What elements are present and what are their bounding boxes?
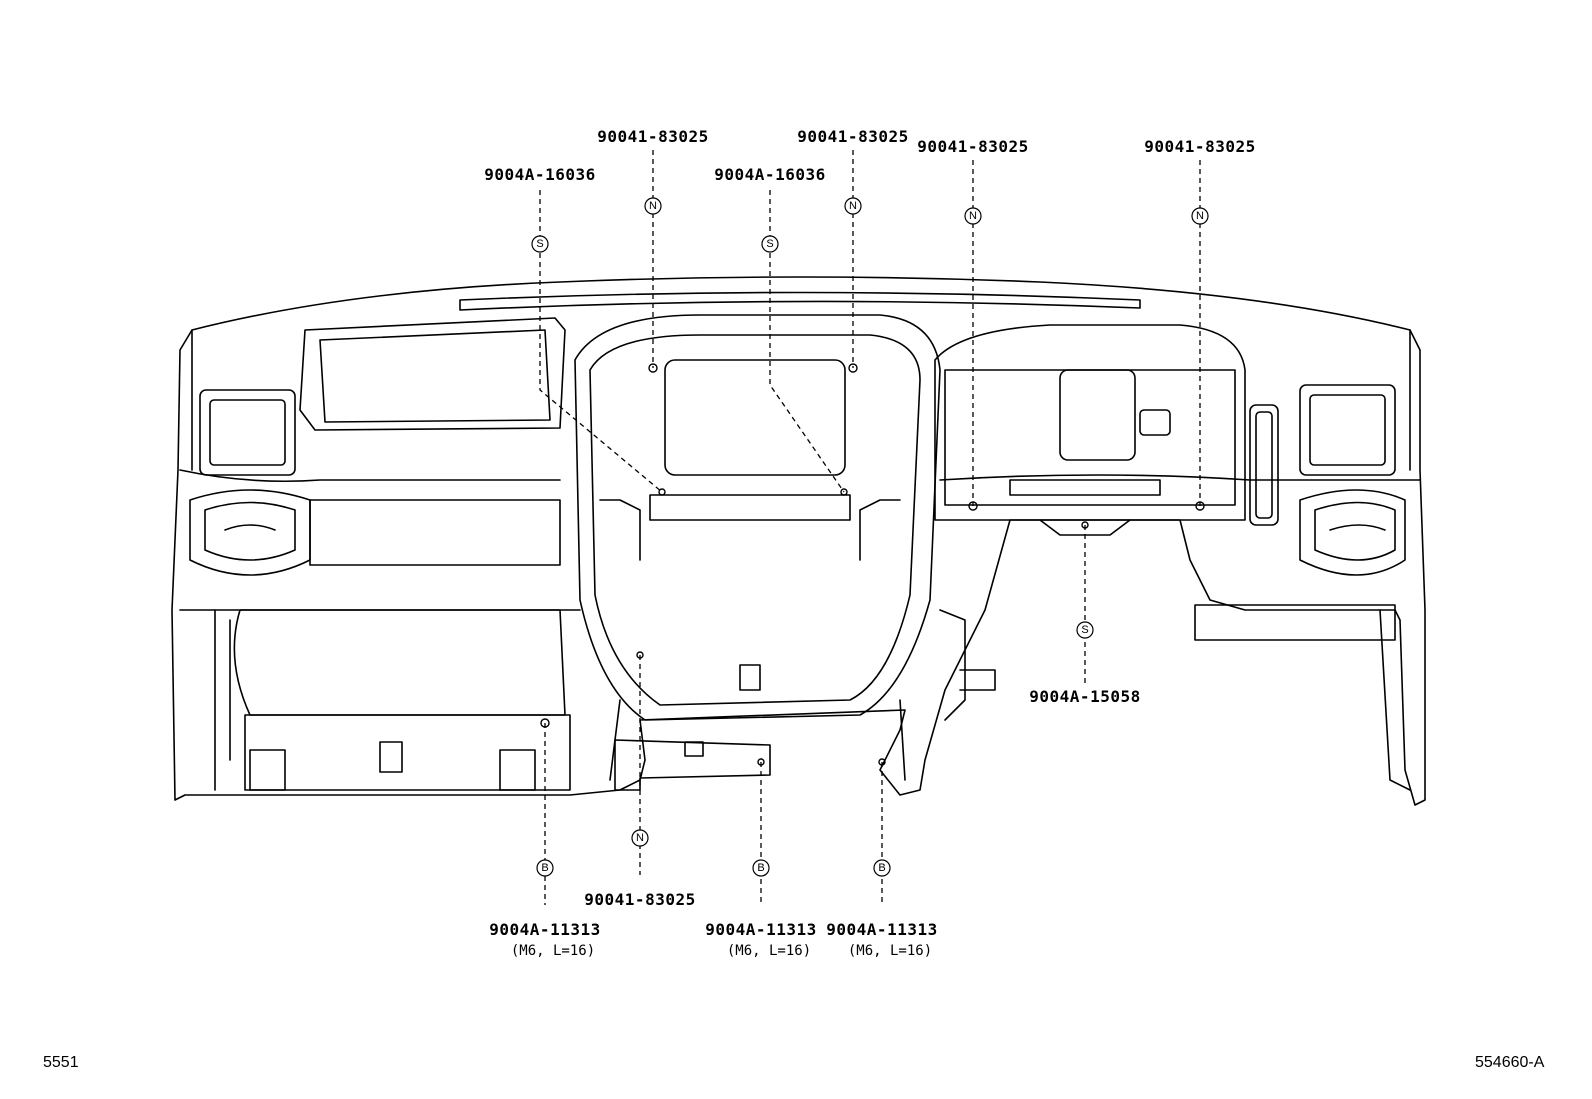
part-label-n-1: 90041-83025 <box>597 127 708 146</box>
n-marker: N <box>849 200 857 212</box>
b-marker: B <box>878 862 885 874</box>
n-marker: N <box>969 210 977 222</box>
n-marker: N <box>1196 210 1204 222</box>
defroster-vent <box>459 291 1141 311</box>
right-lower-panel <box>1194 604 1396 641</box>
part-label-n-2: 90041-83025 <box>797 127 908 146</box>
lower-center-bracket <box>614 739 771 791</box>
n-marker: N <box>636 832 644 844</box>
left-corner-vent <box>199 389 296 476</box>
center-console-frame <box>574 314 941 721</box>
leader-line <box>769 190 845 493</box>
part-label-n-4: 90041-83025 <box>1144 137 1255 156</box>
part-spec-b-2: (M6, L=16) <box>727 943 811 959</box>
s-marker: S <box>1081 624 1088 636</box>
glove-box <box>233 609 566 716</box>
leader-line <box>539 190 663 493</box>
part-label-n-5: 90041-83025 <box>584 890 695 909</box>
part-label-b-3: 9004A-11313 <box>826 920 937 939</box>
right-corner-vent <box>1299 384 1396 476</box>
bolt-hole <box>658 488 666 496</box>
bolt-hole <box>848 363 858 373</box>
instrument-cluster-housing <box>934 324 1246 521</box>
left-middle-band <box>309 499 561 566</box>
n-marker: N <box>649 200 657 212</box>
part-label-n-3: 90041-83025 <box>917 137 1028 156</box>
diagram-code-left: 5551 <box>43 1054 79 1071</box>
bolt-hole <box>648 363 658 373</box>
side-vent-slot <box>1249 404 1279 526</box>
part-label-s-1: 9004A-16036 <box>484 165 595 184</box>
b-marker: B <box>757 862 764 874</box>
part-label-b-2: 9004A-11313 <box>705 920 816 939</box>
b-marker: B <box>541 862 548 874</box>
bolt-hole <box>840 488 848 496</box>
s-marker: S <box>766 238 773 250</box>
part-label-b-1: 9004A-11313 <box>489 920 600 939</box>
part-spec-b-1: (M6, L=16) <box>511 943 595 959</box>
part-label-s-2: 9004A-16036 <box>714 165 825 184</box>
left-upper-opening <box>299 317 566 431</box>
part-spec-b-3: (M6, L=16) <box>848 943 932 959</box>
right-round-vent <box>1299 489 1406 576</box>
diagram-code-right: 554660-A <box>1475 1054 1545 1071</box>
s-marker: S <box>536 238 543 250</box>
part-label-s-3: 9004A-15058 <box>1029 687 1140 706</box>
dashboard-outline <box>171 276 1426 806</box>
